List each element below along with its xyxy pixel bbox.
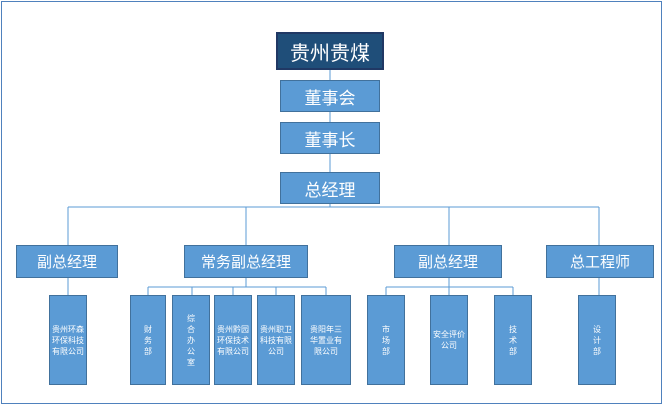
dept-node: 贵州环森环保科技有限公司 xyxy=(49,295,87,385)
dept-node: 财务部 xyxy=(130,295,166,385)
company-node: 贵州贵煤 xyxy=(276,32,384,70)
dept-node: 技术部 xyxy=(494,295,532,385)
dept-node: 设计部 xyxy=(578,295,616,385)
board-node: 董事会 xyxy=(280,80,380,112)
dept-node: 市场部 xyxy=(367,295,405,385)
dept-node: 安全评价公司 xyxy=(430,295,468,385)
general-manager-node: 总经理 xyxy=(280,172,380,204)
dept-node: 综合办公室 xyxy=(172,295,210,385)
vice-general-manager-node-1: 副总经理 xyxy=(16,245,118,278)
dept-node: 贵州职卫科技有限公司 xyxy=(257,295,295,385)
chief-engineer-node: 总工程师 xyxy=(546,245,654,278)
chairman-node: 董事长 xyxy=(280,122,380,154)
dept-node: 贵阳年三华置业有限公司 xyxy=(301,295,351,385)
executive-vice-general-manager-node: 常务副总经理 xyxy=(184,245,308,278)
vice-general-manager-node-2: 副总经理 xyxy=(394,245,502,278)
dept-node: 贵州黔园环保技术有限公司 xyxy=(214,295,252,385)
